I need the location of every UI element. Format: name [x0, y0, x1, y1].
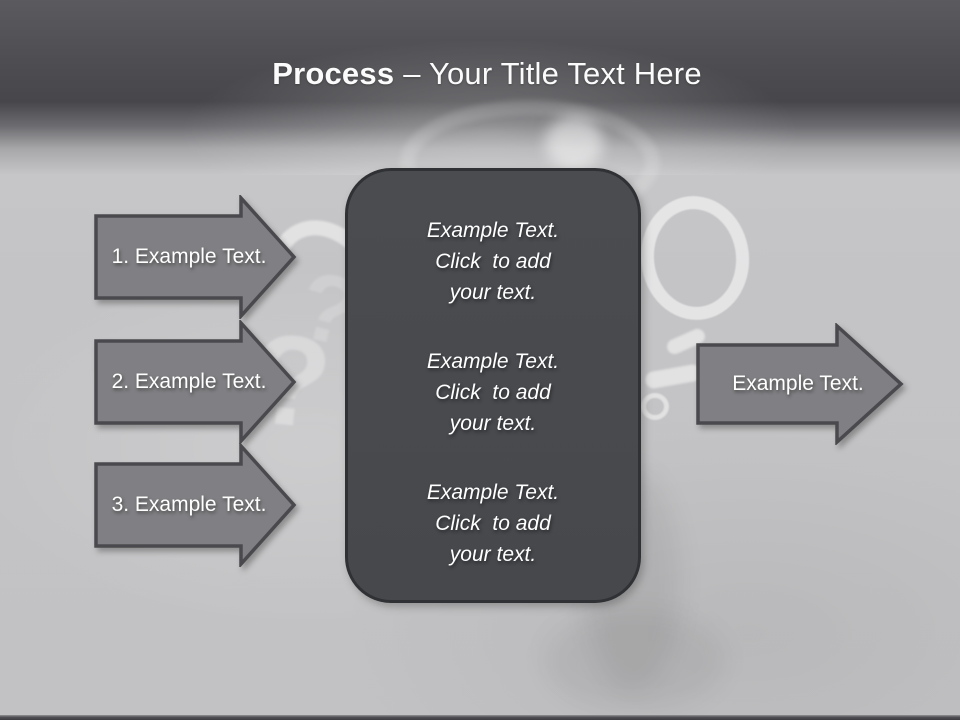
slide-title[interactable]: Process– Your Title Text Here [0, 56, 960, 92]
process-step-arrow-3[interactable]: 3. Example Text. [94, 443, 297, 567]
right-arrow-shape [94, 320, 297, 444]
arrow-label: 2. Example Text. [111, 370, 267, 393]
title-emphasis: Process [272, 56, 395, 91]
text-line: Click to add [435, 381, 551, 404]
right-arrow-shape [94, 443, 297, 567]
center-text-box[interactable]: Example Text. Click to add your text. Ex… [345, 168, 641, 603]
ring-decoration [634, 190, 756, 326]
text-line: your text. [449, 543, 537, 566]
text-line: Click to add [435, 512, 551, 535]
arrow-label: 1. Example Text. [111, 245, 267, 268]
text-line: Click to add [435, 250, 551, 273]
right-arrow-shape [94, 195, 297, 319]
bottom-border-strip [0, 715, 960, 720]
title-rest: – Your Title Text Here [403, 56, 702, 91]
example-text-block-3: Example Text. Click to add your text. [427, 477, 559, 570]
process-step-arrow-1[interactable]: 1. Example Text. [94, 195, 297, 319]
faint-silhouette-decoration [545, 610, 725, 710]
title-bar: Process– Your Title Text Here [0, 0, 960, 175]
arrow-label: 3. Example Text. [111, 493, 267, 516]
example-text-block-1: Example Text. Click to add your text. [427, 215, 559, 308]
text-line: your text. [449, 412, 537, 435]
text-line: Example Text. [426, 219, 560, 242]
text-line: Example Text. [426, 481, 560, 504]
squiggle-decoration [643, 363, 703, 390]
process-step-arrow-2[interactable]: 2. Example Text. [94, 320, 297, 444]
process-output-arrow[interactable]: Example Text. [696, 323, 904, 445]
text-line: your text. [449, 281, 537, 304]
example-text-block-2: Example Text. Click to add your text. [427, 346, 559, 439]
right-arrow-shape [696, 323, 904, 445]
arrow-label: Example Text. [732, 372, 864, 395]
dot-decoration [641, 393, 669, 420]
text-line: Example Text. [426, 350, 560, 373]
